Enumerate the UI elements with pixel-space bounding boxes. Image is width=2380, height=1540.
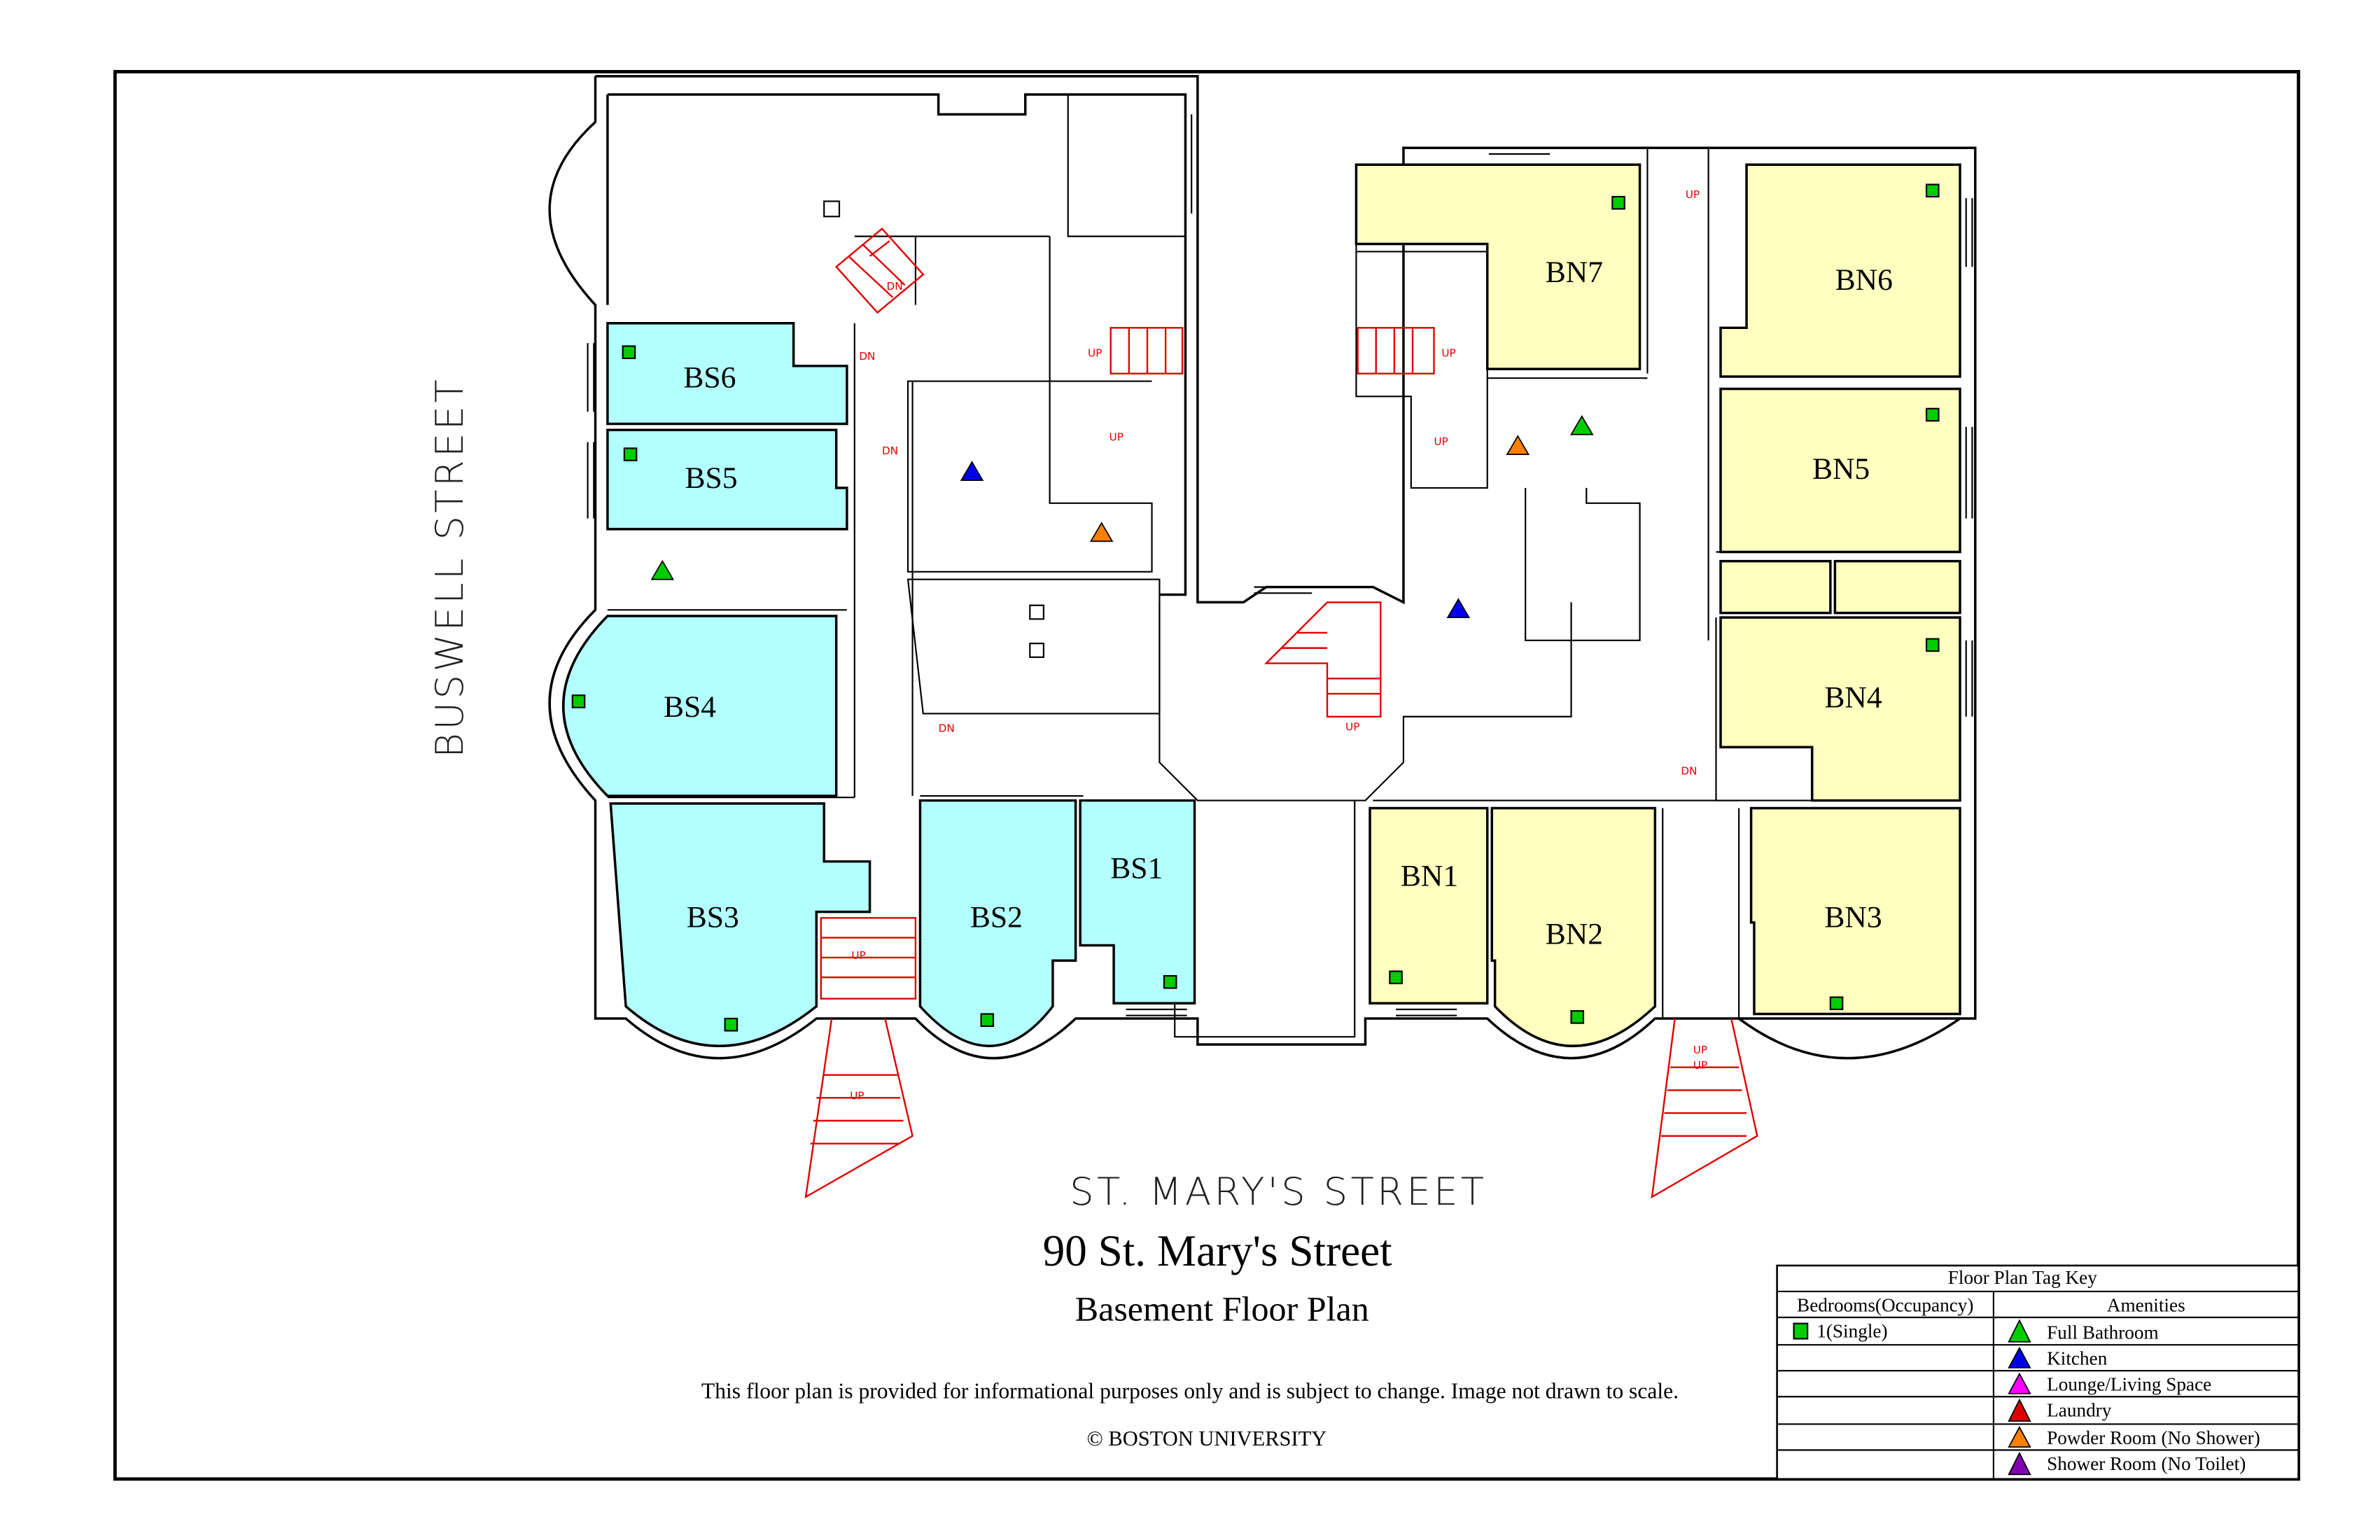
stairs: DN DN DN UP UP DN UP UP UP UP DN UP UP U…	[804, 188, 1758, 1199]
room-bn4[interactable]	[1719, 616, 1961, 802]
legend-bedrooms-header: Bedrooms(Occupancy)	[1797, 1294, 1973, 1315]
plan-title: 90 St. Mary's Street	[1043, 1226, 1393, 1275]
room-label-bs5: BS5	[685, 461, 738, 495]
legend-amenity-label: Laundry	[2047, 1400, 2112, 1421]
legend-title: Floor Plan Tag Key	[1948, 1267, 2097, 1288]
room-bn1[interactable]	[1368, 806, 1489, 1005]
powder-room-triangle-icon	[1089, 522, 1114, 542]
full-bathroom-triangle-icon	[650, 559, 675, 580]
single-bedroom-tag	[1611, 195, 1625, 210]
room-bs3[interactable]	[609, 802, 872, 1047]
single-bedroom-tag	[1570, 1010, 1585, 1024]
copyright-text: © BOSTON UNIVERSITY	[1087, 1427, 1327, 1450]
legend-amenities-header: Amenities	[2107, 1294, 2185, 1315]
room-bn-closets	[1719, 559, 1961, 615]
stair-exterior-southwest	[804, 1018, 913, 1199]
street-label-buswell: BUSWELL STREET	[427, 377, 472, 758]
legend-amenity-label: Shower Room (No Toilet)	[2047, 1453, 2246, 1474]
stair-label: UP	[1693, 1044, 1707, 1056]
floor-plan-tag-key: Floor Plan Tag Key Bedrooms(Occupancy) A…	[1776, 1264, 2300, 1480]
room-labels: BS6 BS5 BS4 BS3 BS2 BS1 BN1 BN2 BN3 BN4 …	[664, 255, 1893, 951]
single-bedroom-tag	[724, 1017, 738, 1032]
south-wing-rooms	[562, 322, 1196, 1047]
stair-label: UP	[1088, 347, 1102, 360]
single-bedroom-legend-icon	[1793, 1322, 1809, 1340]
kitchen-triangle-icon	[1446, 598, 1471, 619]
stair-label: UP	[1693, 1059, 1707, 1072]
legend-amenity-label: Kitchen	[2047, 1348, 2108, 1369]
room-label-bs6: BS6	[683, 360, 736, 394]
full-bathroom-legend-icon	[2008, 1319, 2031, 1343]
shower-room-legend-icon	[2008, 1451, 2031, 1476]
stair-label: UP	[1441, 347, 1455, 360]
stair-label: DN	[1681, 765, 1697, 778]
room-label-bs1: BS1	[1110, 852, 1163, 886]
stair-exterior-southeast	[1651, 1018, 1758, 1199]
room-bs4[interactable]	[562, 615, 838, 797]
stair-label: UP	[1110, 431, 1124, 444]
single-bedroom-tag	[1829, 996, 1844, 1011]
street-label-st-marys: ST. MARY'S STREET	[1070, 1169, 1487, 1214]
plan-subtitle: Basement Floor Plan	[1075, 1289, 1369, 1328]
room-bs6[interactable]	[606, 322, 848, 426]
single-bedroom-tag	[1389, 970, 1403, 985]
stair-up-bs3	[820, 917, 917, 1000]
room-label-bn7: BN7	[1546, 255, 1603, 289]
building-walls	[548, 75, 1977, 1060]
stair-up-west	[1110, 327, 1184, 374]
room-label-bn5: BN5	[1812, 452, 1870, 486]
north-wing-rooms	[1354, 163, 1961, 1047]
single-bedroom-tag	[571, 694, 586, 708]
stair-dn-northwest	[834, 227, 925, 314]
single-bedroom-tag	[1925, 183, 1940, 198]
room-label-bn2: BN2	[1546, 917, 1603, 951]
bedroom-tags	[571, 183, 1940, 1032]
legend-amenity-label: Powder Room (No Shower)	[2047, 1427, 2260, 1448]
stair-central	[1264, 601, 1382, 718]
stair-label: UP	[1686, 188, 1700, 201]
room-bn6[interactable]	[1719, 163, 1961, 378]
single-bedroom-tag	[622, 345, 636, 359]
legend-amenity-label: Lounge/Living Space	[2047, 1374, 2211, 1395]
stair-label: UP	[1345, 720, 1359, 733]
room-label-bs4: BS4	[664, 690, 716, 724]
room-bs5[interactable]	[606, 428, 848, 531]
stair-label: UP	[851, 949, 865, 962]
room-bs1[interactable]	[1079, 799, 1196, 1005]
room-label-bn4: BN4	[1824, 681, 1882, 715]
kitchen-legend-icon	[2008, 1346, 2031, 1368]
legend-amenity-label: Full Bathroom	[2047, 1322, 2159, 1343]
single-bedroom-tag	[1925, 638, 1940, 652]
single-bedroom-tag	[980, 1013, 995, 1028]
legend-bedroom-label: 1(Single)	[1816, 1320, 1887, 1341]
full-bathroom-triangle-icon	[1570, 414, 1594, 435]
single-bedroom-tag	[1925, 407, 1940, 422]
stair-label: DN	[939, 722, 955, 735]
room-label-bn6: BN6	[1835, 263, 1893, 297]
lounge-legend-icon	[2008, 1372, 2031, 1394]
room-label-bn1: BN1	[1401, 860, 1458, 893]
kitchen-triangle-icon	[960, 461, 984, 482]
stair-up-east	[1357, 327, 1435, 374]
stair-label: UP	[850, 1089, 864, 1102]
room-bn2[interactable]	[1490, 806, 1657, 1047]
room-label-bs3: BS3	[687, 900, 739, 934]
stair-label: DN	[887, 280, 903, 293]
stair-label: DN	[859, 350, 875, 363]
room-label-bs2: BS2	[970, 900, 1023, 934]
powder-room-legend-icon	[2008, 1425, 2031, 1448]
single-bedroom-tag	[1163, 974, 1177, 989]
stair-label: UP	[1434, 435, 1448, 448]
laundry-legend-icon	[2008, 1398, 2031, 1422]
room-bn3[interactable]	[1749, 806, 1961, 1016]
stair-label: DN	[882, 444, 898, 457]
room-label-bn3: BN3	[1824, 900, 1882, 934]
amenity-tags	[650, 414, 1594, 619]
disclaimer-text: This floor plan is provided for informat…	[701, 1378, 1679, 1403]
room-bn5[interactable]	[1719, 387, 1961, 554]
powder-room-triangle-icon	[1506, 435, 1530, 455]
room-bs2[interactable]	[918, 799, 1077, 1047]
room-bn7[interactable]	[1354, 163, 1642, 370]
single-bedroom-tag	[623, 447, 638, 461]
